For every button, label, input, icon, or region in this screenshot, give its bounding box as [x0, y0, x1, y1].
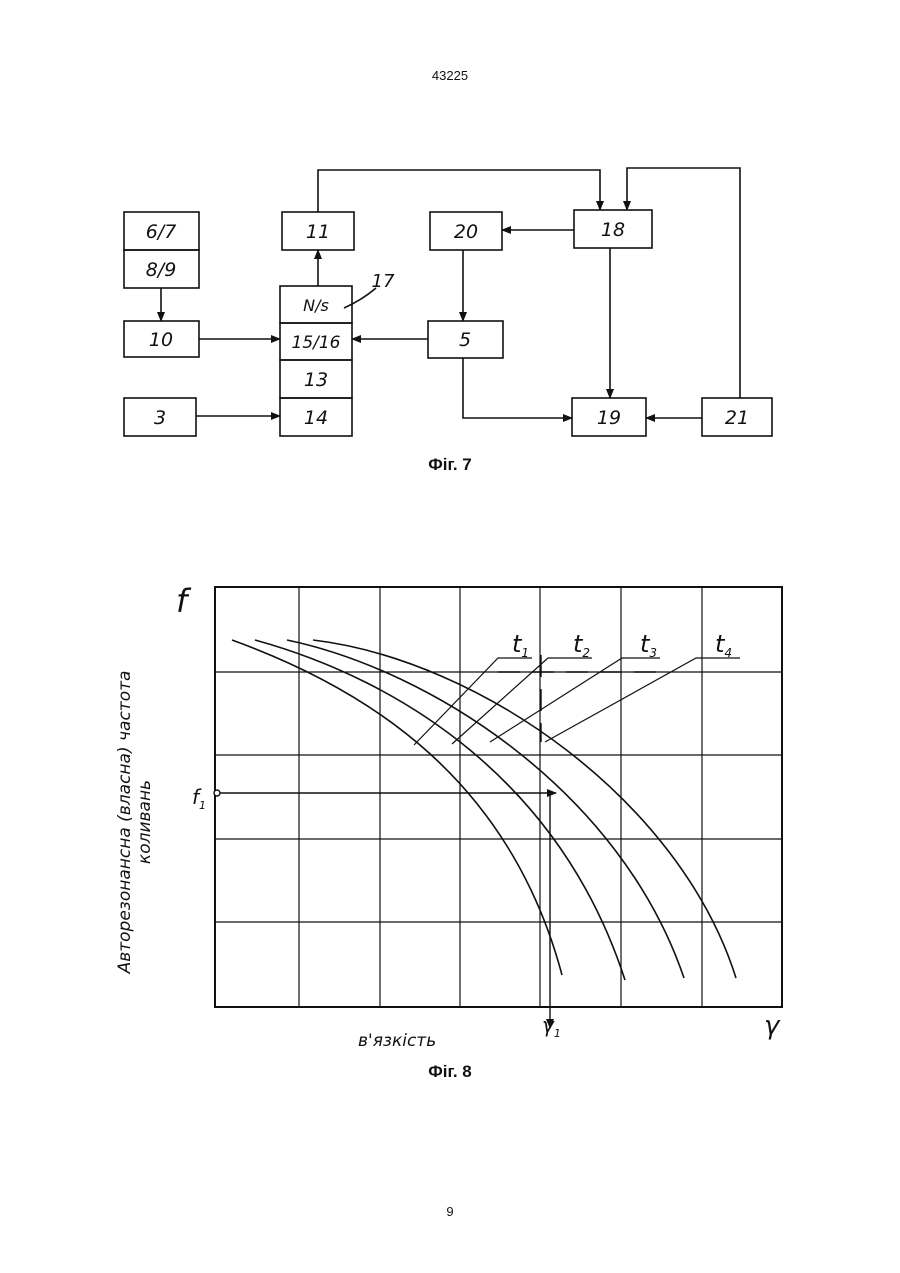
leader-t3 [490, 658, 660, 742]
v1-label: γ1 [542, 1013, 561, 1040]
chart-frame [215, 587, 782, 1007]
curve-t3 [287, 640, 684, 978]
label-18: 18 [601, 219, 625, 241]
label-19: 19 [597, 407, 621, 429]
y-axis-title-line1: Авторезонансна (власна) частота [115, 671, 135, 975]
label-ns: N/s [303, 296, 329, 315]
y-axis-title-line2: коливань [135, 780, 155, 864]
label-13: 13 [304, 369, 328, 391]
curve-label-t3: t3 [640, 630, 657, 660]
curve-t1 [232, 640, 562, 975]
curve-label-t4: t4 [715, 630, 732, 660]
page-number: 9 [0, 1204, 900, 1219]
fig7-caption: Фіг. 7 [0, 455, 900, 475]
fig7-block-diagram: 6/7 8/9 10 3 11 N/s 15/16 13 14 20 18 5 … [0, 0, 900, 460]
label-6-7: 6/7 [146, 221, 177, 243]
leader-t1 [414, 658, 532, 745]
leader-t4 [545, 658, 740, 742]
fig8-caption: Фіг. 8 [0, 1062, 900, 1082]
chart-grid [215, 587, 782, 1007]
curve-t4 [313, 640, 736, 978]
curve-label-t1: t1 [512, 630, 529, 660]
f1-point [214, 790, 220, 796]
label-20: 20 [454, 221, 478, 243]
label-3: 3 [154, 407, 166, 429]
arrow-21-to-18 [627, 168, 740, 398]
label-8-9: 8/9 [146, 259, 177, 281]
label-21: 21 [725, 407, 749, 429]
arrow-5-to-19 [463, 358, 572, 418]
axis-symbol-gamma: γ [764, 1011, 781, 1041]
label-15-16: 15/16 [292, 333, 341, 353]
label-5: 5 [459, 329, 471, 351]
f1-label: f1 [192, 785, 206, 812]
label-ref-17: 17 [372, 271, 395, 292]
curve-label-t2: t2 [573, 630, 590, 660]
label-14: 14 [304, 407, 328, 429]
x-axis-title: в'язкість [358, 1031, 436, 1051]
curve-t2 [255, 640, 625, 980]
arrow-11-to-18 [318, 170, 600, 212]
axis-symbol-f: f [176, 582, 192, 620]
leader-t2 [452, 658, 592, 744]
label-11: 11 [306, 221, 330, 243]
label-10: 10 [149, 329, 173, 351]
